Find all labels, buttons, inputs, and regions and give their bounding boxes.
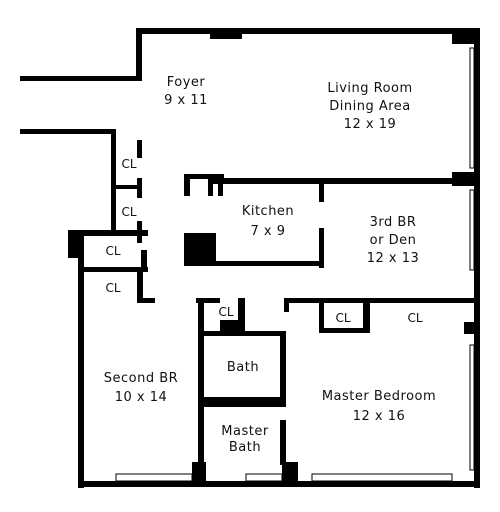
wall-bath-right	[280, 331, 286, 401]
wall-right-joint-2	[464, 322, 479, 334]
window-bottom-1	[115, 473, 193, 482]
living-room-size: 12 x 19	[344, 117, 397, 132]
corner-top-right	[452, 28, 479, 44]
wall-closet-left	[111, 129, 116, 236]
wall-third-br-bottom	[284, 298, 474, 303]
wall-cl6-bottom	[319, 328, 370, 333]
closet-label-3: CL	[105, 244, 120, 258]
window-right-3	[469, 344, 475, 471]
wall-kitchen-stub-left	[184, 174, 190, 196]
wall-kitchen-top	[212, 178, 474, 184]
wall-bath-left	[198, 298, 204, 466]
wall-closet-mid	[82, 267, 148, 272]
closet-label-7: CL	[407, 311, 422, 325]
master-bedroom-name: Master Bedroom	[322, 389, 436, 404]
kitchen-size: 7 x 9	[251, 224, 286, 239]
wall-bottom-pier-2	[282, 462, 298, 484]
closet-label-6: CL	[335, 311, 350, 325]
window-bottom-2	[245, 473, 283, 482]
bath-name: Bath	[227, 360, 259, 375]
wall-bottom	[78, 481, 480, 487]
closet-labels: CL CL CL CL CL CL CL	[105, 157, 422, 325]
closet-label-1: CL	[121, 157, 136, 171]
wall-closet-divider-1	[111, 185, 139, 189]
window-right-1	[469, 47, 475, 169]
wall-cl6-right	[363, 298, 370, 333]
walls	[20, 28, 480, 488]
wall-entry-upper	[20, 76, 142, 81]
foyer-name: Foyer	[167, 75, 206, 90]
window-right-2	[469, 189, 475, 271]
wall-right	[474, 28, 480, 488]
wall-kitchen-right-upper	[319, 178, 324, 202]
wall-bath-top	[198, 331, 284, 336]
wall-kitchen-stub-a	[208, 174, 213, 196]
master-bedroom-size: 12 x 16	[353, 409, 406, 424]
wall-bath-divider	[198, 397, 286, 407]
wall-cl5-right	[238, 298, 245, 336]
closet-label-4: CL	[105, 281, 120, 295]
master-bath-name-2: Bath	[229, 440, 261, 455]
wall-closet-right-a	[141, 250, 147, 272]
closet-label-2: CL	[121, 205, 136, 219]
wall-master-bath-right	[280, 420, 286, 465]
wall-closet-stub-1	[137, 140, 142, 158]
wall-third-br-stub	[284, 298, 289, 312]
wall-closet-bottom	[68, 230, 148, 236]
room-labels: Foyer 9 x 11 Living Room Dining Area 12 …	[104, 75, 436, 455]
third-br-name-1: 3rd BR	[370, 215, 417, 230]
closet-label-5: CL	[218, 305, 233, 319]
second-br-name: Second BR	[104, 371, 178, 386]
wall-closet-stub-2	[137, 178, 142, 198]
window-bottom-3	[311, 473, 453, 482]
kitchen-appliance	[184, 233, 216, 263]
third-br-name-2: or Den	[370, 233, 417, 248]
master-bath-name-1: Master	[221, 424, 269, 439]
wall-cl6-left	[319, 298, 324, 331]
wall-kitchen-right-lower	[319, 228, 324, 268]
wall-top	[136, 28, 479, 34]
second-br-size: 10 x 14	[115, 390, 168, 405]
wall-left	[78, 236, 84, 488]
third-br-size: 12 x 13	[367, 251, 420, 266]
wall-kitchen-stub-b	[218, 174, 223, 196]
foyer-size: 9 x 11	[164, 93, 208, 108]
wall-bath-top-left	[196, 298, 220, 303]
wall-closet-right-b	[137, 272, 143, 302]
wall-foyer-left	[136, 28, 142, 80]
wall-kitchen-top-left	[184, 174, 224, 179]
kitchen-name: Kitchen	[242, 204, 294, 219]
living-room-name-2: Dining Area	[329, 99, 411, 114]
living-room-name-1: Living Room	[327, 81, 412, 96]
wall-entry-lower	[20, 129, 116, 134]
wall-closet-lower-right	[137, 298, 155, 303]
wall-bottom-pier-1	[192, 462, 206, 484]
wall-top-thick	[210, 30, 242, 39]
wall-kitchen-bottom	[184, 261, 324, 266]
